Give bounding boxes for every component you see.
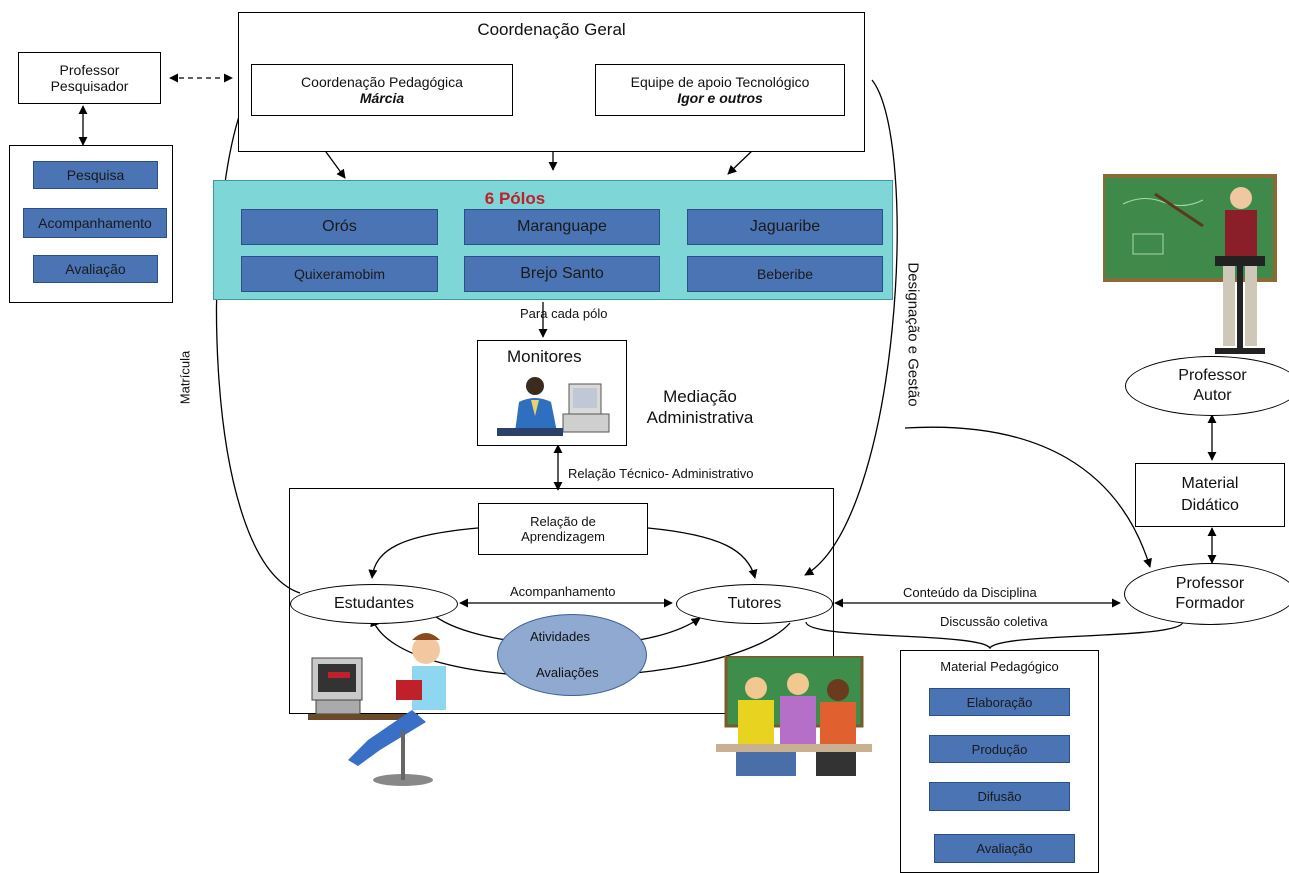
polo-brejo-santo: Brejo Santo: [464, 256, 660, 292]
polo-jaguaribe: Jaguaribe: [687, 209, 883, 245]
conteudo-disciplina-label: Conteúdo da Disciplina: [903, 585, 1037, 600]
polo-maranguape: Maranguape: [464, 209, 660, 245]
coordenacao-pedagogica-box: Coordenação Pedagógica Márcia: [251, 64, 513, 116]
aprendizagem-panel: [289, 488, 834, 714]
pesquisa-item: Pesquisa: [33, 161, 158, 189]
polos-title: 6 Pólos: [484, 189, 546, 208]
material-pedagogico-title: Material Pedagógico: [940, 658, 1059, 674]
designacao-label: Designação e Gestão: [904, 262, 922, 407]
coordenacao-pedagogica-name: Márcia: [359, 90, 405, 106]
coordenacao-geral-title: Coordenação Geral: [477, 20, 626, 39]
professor-pesquisador-box: Professor Pesquisador: [18, 52, 161, 104]
tutores-illustration: [716, 656, 872, 776]
professor-autor-node: Professor Autor: [1125, 356, 1289, 416]
equipe-apoio-name: Igor e outros: [677, 90, 763, 106]
material-didatico-box: Material Didático: [1135, 463, 1285, 527]
acompanhamento-item: Acompanhamento: [23, 208, 167, 238]
relacao-aprendizagem-box: Relação de Aprendizagem: [478, 503, 648, 555]
relacao-tecnico-label: Relação Técnico- Administrativo: [568, 466, 754, 481]
para-cada-polo-label: Para cada pólo: [520, 306, 608, 321]
atividades-ellipse: [497, 614, 647, 696]
discussao-coletiva-label: Discussão coletiva: [940, 614, 1048, 629]
polo-oros: Orós: [241, 209, 438, 245]
atividades-label: Atividades: [530, 629, 590, 644]
monitores-title: Monitores: [507, 347, 582, 366]
equipe-apoio-label: Equipe de apoio Tecnológico: [630, 74, 810, 90]
tutores-node: Tutores: [676, 584, 833, 624]
monitor-worker-illustration: [497, 377, 610, 436]
professor-autor-illustration: [1103, 174, 1277, 354]
matricula-label: Matrícula: [177, 350, 193, 405]
equipe-apoio-box: Equipe de apoio Tecnológico Igor e outro…: [595, 64, 845, 116]
avaliacao-mp-item: Avaliação: [934, 834, 1075, 863]
student-illustration: [308, 633, 446, 786]
polo-quixeramobim: Quixeramobim: [241, 256, 438, 292]
polo-beberibe: Beberibe: [687, 256, 883, 292]
elaboracao-item: Elaboração: [929, 688, 1070, 716]
coordenacao-pedagogica-label: Coordenação Pedagógica: [301, 74, 463, 90]
acompanhamento-label: Acompanhamento: [510, 584, 616, 599]
avaliacao-item: Avaliação: [33, 255, 158, 283]
avaliacoes-label: Avaliações: [536, 665, 599, 680]
estudantes-node: Estudantes: [290, 584, 458, 624]
professor-formador-node: Professor Formador: [1124, 563, 1289, 625]
difusao-item: Difusão: [929, 782, 1070, 811]
producao-item: Produção: [929, 735, 1070, 763]
mediacao-administrativa-label: Mediação Administrativa: [646, 387, 754, 427]
professor-pesquisador-label: Professor Pesquisador: [50, 62, 129, 94]
